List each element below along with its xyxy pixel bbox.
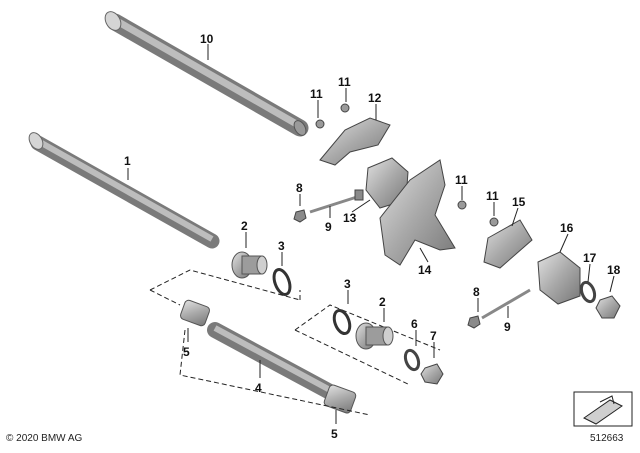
bolt-9-upper — [309, 189, 364, 214]
shaft-4 — [207, 322, 338, 400]
bushing-2-upper — [231, 251, 268, 279]
copyright-text: © 2020 BMW AG — [6, 433, 83, 444]
nut-18 — [595, 295, 621, 319]
callout-15: 15 — [512, 195, 526, 209]
callout-8-upper: 8 — [296, 181, 303, 195]
callout-16: 16 — [560, 221, 574, 235]
callout-6: 6 — [411, 317, 418, 331]
nut-7 — [420, 363, 444, 385]
sleeve-5-left — [179, 299, 211, 327]
screw-11-d — [489, 217, 499, 227]
shaft-1 — [28, 132, 220, 249]
callout-11-c: 11 — [455, 173, 468, 187]
bolt-9-lower — [481, 288, 531, 320]
bracket-14 — [379, 159, 456, 266]
callout-11-d: 11 — [486, 189, 499, 203]
callout-12: 12 — [368, 91, 382, 105]
callout-8-lower: 8 — [473, 285, 480, 299]
assembly-bracket-mid — [294, 304, 441, 351]
bracket-12 — [319, 117, 391, 166]
callout-3-upper: 3 — [278, 239, 285, 253]
callout-7: 7 — [430, 329, 437, 343]
direction-symbol — [573, 391, 633, 427]
callout-9-lower: 9 — [504, 320, 511, 334]
leader-lines — [127, 44, 615, 424]
callout-18: 18 — [607, 263, 621, 277]
callout-11-b: 11 — [338, 75, 351, 89]
sleeve-5-bottom — [323, 384, 357, 414]
nut-8-upper — [293, 209, 307, 223]
callout-9-upper: 9 — [325, 220, 332, 234]
bushing-2-lower — [355, 322, 394, 350]
callout-11-a: 11 — [310, 87, 323, 101]
screw-11-a — [315, 119, 325, 129]
ring-3-upper — [272, 268, 292, 296]
callout-3-lower: 3 — [344, 277, 351, 291]
callout-13: 13 — [343, 211, 357, 225]
callout-5-bottom: 5 — [331, 427, 338, 441]
callout-1: 1 — [124, 154, 131, 168]
washer-17 — [579, 280, 597, 304]
washer-6 — [403, 348, 421, 372]
housing-16 — [537, 251, 581, 305]
screw-11-c — [457, 200, 467, 210]
assembly-bracket-left — [149, 269, 301, 301]
callout-4: 4 — [255, 381, 262, 395]
plate-15 — [483, 219, 533, 269]
callout-10: 10 — [200, 32, 214, 46]
shaft-10 — [104, 11, 309, 137]
callout-14: 14 — [418, 263, 432, 277]
callout-2-upper: 2 — [241, 219, 248, 233]
callout-2-lower: 2 — [379, 295, 386, 309]
callout-5-left: 5 — [183, 345, 190, 359]
nut-8-lower — [467, 315, 481, 329]
screw-11-b — [340, 103, 350, 113]
callout-17: 17 — [583, 251, 597, 265]
ring-3-lower — [332, 308, 352, 336]
diagram-id: 512663 — [590, 433, 624, 444]
